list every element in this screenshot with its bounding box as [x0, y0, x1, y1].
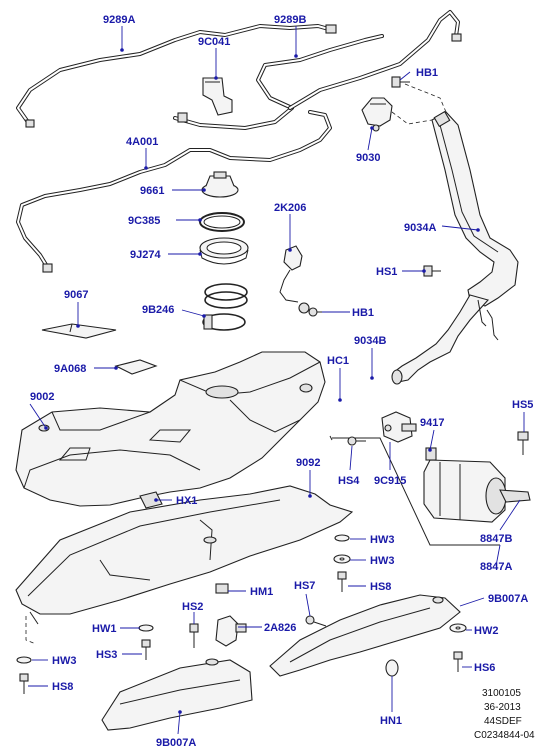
vent-valve-9C915 — [381, 411, 417, 443]
label-9417: 9417 — [420, 417, 444, 429]
label-9289A: 9289A — [103, 14, 135, 26]
washer-HW3-left — [16, 656, 32, 664]
nut-HN1 — [385, 659, 399, 677]
bolt-HB1-dashed-guide — [404, 83, 447, 113]
label-HC1: HC1 — [327, 355, 349, 367]
reference-line-4: C0234844-04 — [474, 730, 535, 741]
label-HS6: HS6 — [474, 662, 495, 674]
filler-cap-dashed-guide — [391, 111, 433, 125]
label-HW3-left: HW3 — [52, 655, 76, 667]
reference-line-2: 36-2013 — [484, 702, 521, 713]
shield-dashed-guide — [25, 616, 37, 645]
shield-9B007A-right — [269, 594, 461, 677]
bolt-HS3 — [141, 639, 151, 660]
bolt-HS5 — [517, 431, 529, 455]
label-HS4: HS4 — [338, 475, 360, 487]
filler-neck-9034A — [391, 110, 519, 385]
label-9B007A-right: 9B007A — [488, 593, 528, 605]
washer-HW1 — [138, 624, 154, 632]
label-HS2: HS2 — [182, 601, 203, 613]
bolt-HS4 — [347, 436, 366, 446]
label-HS8-left: HS8 — [52, 681, 73, 693]
pad-9A068 — [114, 359, 158, 375]
canister-group-bracket-line — [332, 437, 500, 546]
bolt-HS2 — [189, 623, 199, 648]
label-HS7: HS7 — [294, 580, 315, 592]
label-HW3-lower: HW3 — [370, 555, 394, 567]
bolt-HB1-top — [391, 76, 410, 88]
reference-line-3: 44SDEF — [484, 716, 522, 727]
label-9C915: 9C915 — [374, 475, 406, 487]
bracket-8847B — [499, 489, 531, 503]
fuel-line-9289A — [16, 24, 337, 128]
reference-block: 3100105 36-2013 44SDEF C0234844-04 — [474, 688, 535, 741]
fuel-line-4A001 — [16, 110, 332, 273]
seal-ring-9C385 — [199, 212, 245, 232]
label-9B007A-bottom: 9B007A — [156, 737, 196, 749]
label-4A001: 4A001 — [126, 136, 158, 148]
fuel-tank-9002 — [15, 351, 326, 507]
label-9C041: 9C041 — [198, 36, 230, 48]
label-HW1: HW1 — [92, 623, 116, 635]
fuel-pump-module-9661 — [201, 171, 239, 198]
label-HW2: HW2 — [474, 625, 498, 637]
label-HX1: HX1 — [176, 495, 197, 507]
fuel-line-9289B — [173, 10, 462, 130]
label-HS1: HS1 — [376, 266, 397, 278]
label-2K206: 2K206 — [274, 202, 306, 214]
filler-cap-9030 — [361, 97, 393, 132]
label-2A826: 2A826 — [264, 622, 296, 634]
label-9034B: 9034B — [354, 335, 386, 347]
label-9002: 9002 — [30, 391, 54, 403]
label-9B246: 9B246 — [142, 304, 174, 316]
washer-HW3-upper — [334, 534, 350, 542]
shield-9B007A-bottom — [101, 658, 253, 731]
canister-group-line-2 — [329, 435, 333, 441]
connector-2A826 — [215, 615, 247, 647]
label-9C385: 9C385 — [128, 215, 160, 227]
bolt-HS1 — [423, 265, 441, 277]
canister-9417 — [423, 447, 507, 523]
bolt-HB1-bottom — [308, 307, 322, 317]
label-9030: 9030 — [356, 152, 380, 164]
callout-labels: 9289A 9289B 9C041 HB1 4A001 9030 9661 9C… — [30, 14, 533, 749]
label-9J274: 9J274 — [130, 249, 161, 261]
bracket-9C041 — [202, 77, 233, 116]
label-HM1: HM1 — [250, 586, 273, 598]
washer-HW3-lower — [333, 554, 351, 564]
nut-HM1 — [215, 583, 229, 594]
label-9034A: 9034A — [404, 222, 436, 234]
label-8847A: 8847A — [480, 561, 512, 573]
bolt-HS8-left — [19, 673, 29, 694]
label-HB1-top: HB1 — [416, 67, 438, 79]
reference-line-1: 3100105 — [482, 688, 521, 699]
bolt-HS6 — [453, 651, 463, 672]
bolt-HS7 — [305, 615, 327, 627]
label-8847B: 8847B — [480, 533, 512, 545]
lock-ring-9J274 — [199, 237, 249, 265]
label-HB1-bottom: HB1 — [352, 307, 374, 319]
washer-HW2 — [449, 623, 467, 633]
label-HS5: HS5 — [512, 399, 533, 411]
clip-HX1 — [139, 491, 163, 509]
label-9A068: 9A068 — [54, 363, 86, 375]
pad-9067 — [41, 323, 117, 339]
leader-lines — [28, 26, 525, 735]
bolt-HS8-right — [337, 571, 347, 592]
label-HN1: HN1 — [380, 715, 402, 727]
label-HS8-right: HS8 — [370, 581, 391, 593]
sensor-2K206 — [279, 245, 310, 314]
label-HW3-upper: HW3 — [370, 534, 394, 546]
label-9092: 9092 — [296, 457, 320, 469]
label-9289B: 9289B — [274, 14, 306, 26]
heat-shield-9092 — [15, 485, 354, 625]
clamp-rings-9B246 — [202, 283, 248, 331]
label-9067: 9067 — [64, 289, 88, 301]
label-HS3: HS3 — [96, 649, 117, 661]
label-9661: 9661 — [140, 185, 164, 197]
